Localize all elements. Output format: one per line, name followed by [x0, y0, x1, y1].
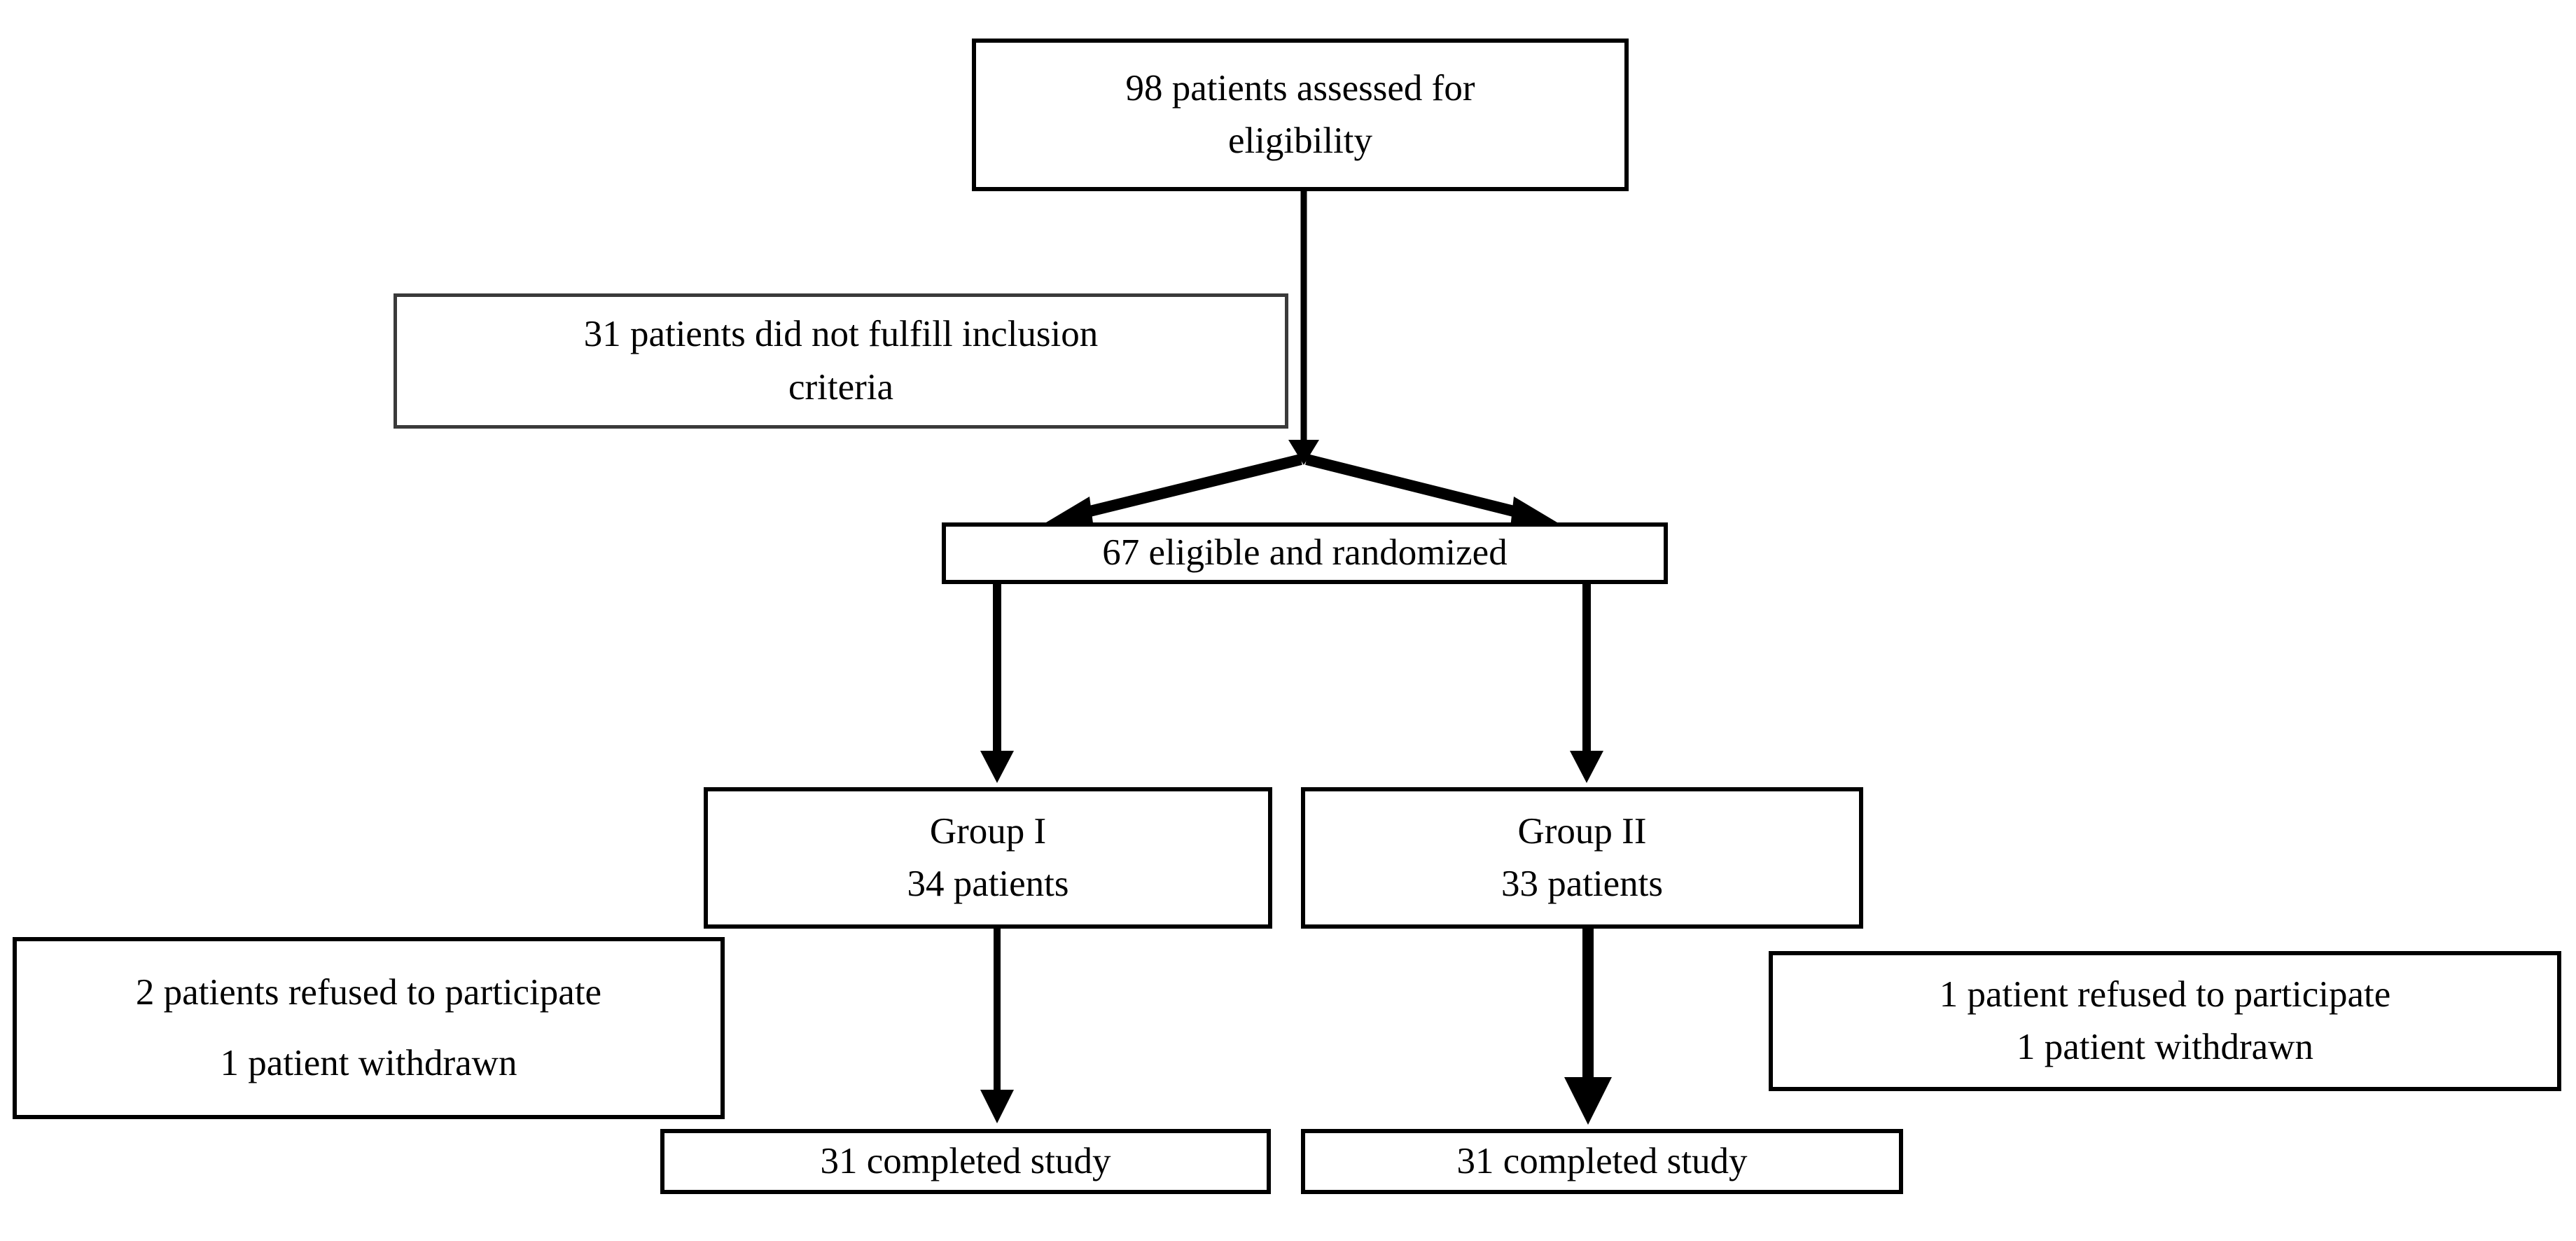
- node-excluded-line-1: 31 patients did not fulfill inclusion: [583, 314, 1099, 355]
- edge-randomized-to-group2: [1570, 584, 1603, 783]
- node-group1-label: Group I: [929, 810, 1047, 852]
- node-dropout-left-line-2: 1 patient withdrawn: [220, 1043, 517, 1083]
- node-randomized-line-1: 67 eligible and randomized: [1102, 532, 1508, 574]
- edge-randomized-to-group1: [980, 584, 1014, 783]
- node-excluded-line-2: criteria: [788, 366, 894, 408]
- node-dropout-group-ii[interactable]: 1 patient refused to participate 1 patie…: [1769, 951, 2561, 1091]
- node-completed-study-group-i[interactable]: 31 completed study: [660, 1129, 1271, 1194]
- node-assessed-for-eligibility[interactable]: 98 patients assessed for eligibility: [972, 39, 1629, 191]
- node-group-ii[interactable]: Group II 33 patients: [1301, 787, 1863, 929]
- node-dropout-group-i[interactable]: 2 patients refused to participate 1 pati…: [13, 937, 725, 1119]
- node-assessed-line-1: 98 patients assessed for: [1125, 67, 1475, 109]
- node-completed2-line-1: 31 completed study: [1456, 1140, 1748, 1181]
- node-dropout-right-line-2: 1 patient withdrawn: [2017, 1027, 2313, 1067]
- node-dropout-right-line-1: 1 patient refused to participate: [1939, 973, 2391, 1015]
- edge-group1-to-completed1: [980, 929, 1014, 1123]
- node-group1-count: 34 patients: [907, 864, 1069, 904]
- edge-group2-to-completed2: [1564, 929, 1612, 1125]
- node-group-i[interactable]: Group I 34 patients: [704, 787, 1272, 929]
- node-excluded-not-fulfill-criteria[interactable]: 31 patients did not fulfill inclusion cr…: [394, 293, 1288, 429]
- node-dropout-left-line-1: 2 patients refused to participate: [135, 971, 602, 1013]
- edge-assessed-to-split: [1288, 191, 1319, 465]
- node-completed1-line-1: 31 completed study: [820, 1140, 1111, 1181]
- node-eligible-and-randomized[interactable]: 67 eligible and randomized: [942, 522, 1668, 584]
- node-group2-label: Group II: [1517, 810, 1647, 852]
- node-group2-count: 33 patients: [1501, 864, 1664, 904]
- node-assessed-line-2: eligibility: [1227, 120, 1373, 161]
- node-completed-study-group-ii[interactable]: 31 completed study: [1301, 1129, 1903, 1194]
